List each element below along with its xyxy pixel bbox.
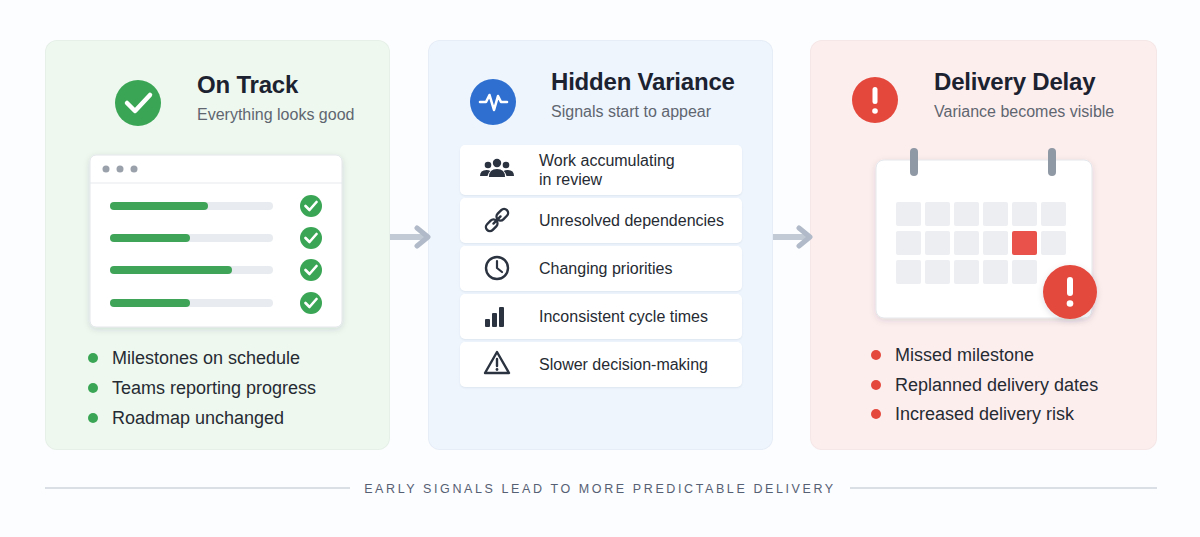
- signal-text: Work accumulating in review: [539, 151, 689, 189]
- panel-title: On Track: [197, 70, 298, 100]
- bullet-text: Replanned delivery dates: [895, 374, 1098, 396]
- panel-subtitle: Signals start to appear: [551, 102, 711, 122]
- signal-box: Slower decision-making: [460, 342, 742, 387]
- signal-text: Inconsistent cycle times: [539, 307, 708, 326]
- signal-text: Unresolved dependencies: [539, 211, 724, 230]
- bullet-text: Missed milestone: [895, 344, 1034, 366]
- panel-title: Delivery Delay: [934, 67, 1095, 97]
- caption-row: EARLY SIGNALS LEAD TO MORE PREDICTABLE D…: [0, 479, 1200, 498]
- stage-panel: On TrackEverything looks goodMilestones …: [45, 40, 390, 450]
- panel-subtitle: Variance becomes visible: [934, 102, 1114, 122]
- signal-box: Unresolved dependencies: [460, 198, 742, 243]
- flow-arrow: [390, 234, 425, 240]
- stage-panel: Hidden VarianceSignals start to appearWo…: [428, 40, 773, 450]
- signal-box: Changing priorities: [460, 246, 742, 291]
- stage-panel: Delivery DelayVariance becomes visibleMi…: [810, 40, 1157, 450]
- signal-text: Slower decision-making: [539, 355, 708, 374]
- bullet-text: Milestones on schedule: [112, 347, 300, 369]
- panel-subtitle: Everything looks good: [197, 105, 354, 125]
- signal-text: Changing priorities: [539, 259, 672, 278]
- bullet-text: Roadmap unchanged: [112, 407, 284, 429]
- signal-box: Work accumulating in review: [460, 145, 742, 195]
- signal-box: Inconsistent cycle times: [460, 294, 742, 339]
- flow-arrow: [773, 234, 807, 240]
- bullet-text: Increased delivery risk: [895, 403, 1074, 425]
- panel-title: Hidden Variance: [551, 67, 735, 97]
- caption: EARLY SIGNALS LEAD TO MORE PREDICTABLE D…: [350, 480, 850, 498]
- bullet-text: Teams reporting progress: [112, 377, 316, 399]
